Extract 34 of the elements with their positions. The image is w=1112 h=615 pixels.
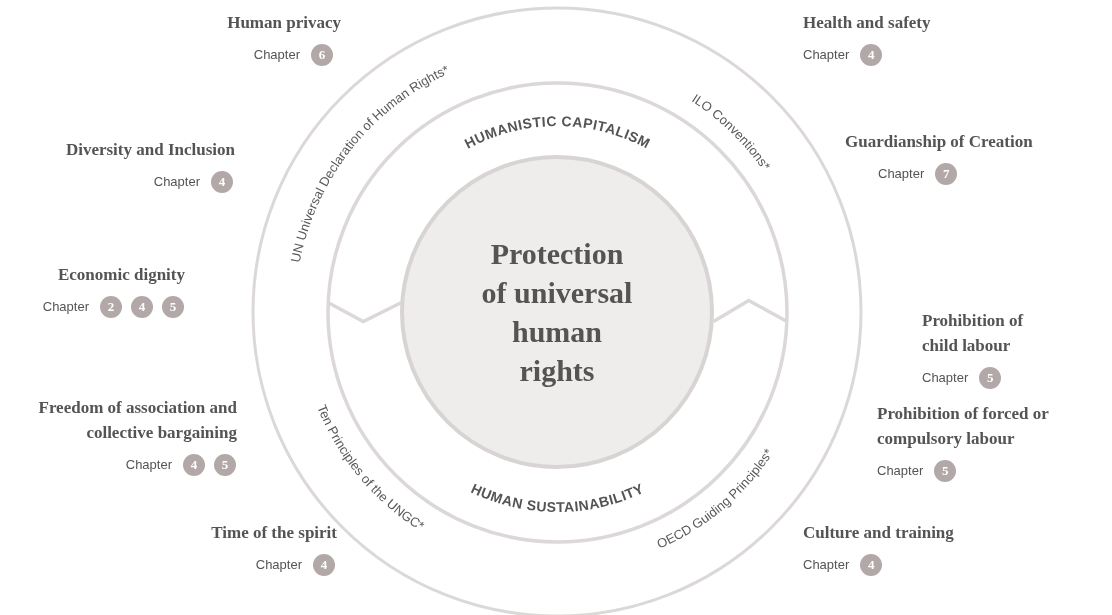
center-title: Protection of universal human rights xyxy=(480,236,634,389)
chapter-label: Chapter xyxy=(125,456,172,475)
chapter-number-badge: 4 xyxy=(860,44,883,66)
chapter-number-badge: 5 xyxy=(934,460,957,482)
chapter-label: Chapter xyxy=(42,298,89,317)
chapter-number-badge: 4 xyxy=(860,554,883,576)
chapter-number-badge: 2 xyxy=(100,296,122,318)
topic-heading: Time of the spirit xyxy=(211,522,337,544)
chapter-number-badge: 4 xyxy=(131,296,153,318)
topic-heading: Prohibition of child labour xyxy=(922,310,1025,357)
chapter-label: Chapter xyxy=(878,165,925,184)
chapter-number-badge: 4 xyxy=(211,171,233,193)
chapter-number-badge: 4 xyxy=(313,554,335,576)
topic-heading: Culture and training xyxy=(803,522,954,544)
chapter-label: Chapter xyxy=(803,46,850,65)
chapter-label: Chapter xyxy=(253,46,300,65)
chapter-number-badge: 5 xyxy=(214,454,236,476)
chapter-number-badge: 7 xyxy=(935,163,958,185)
chapter-number-badge: 5 xyxy=(162,296,184,318)
chapter-label: Chapter xyxy=(153,173,200,192)
chapter-number-badge: 4 xyxy=(183,454,205,476)
topic-heading: Human privacy xyxy=(227,12,341,34)
chapter-number-badge: 6 xyxy=(311,44,333,66)
topic-heading: Guardianship of Creation xyxy=(845,131,1033,153)
topic-heading: Economic dignity xyxy=(57,264,185,286)
topic-heading: Freedom of association and collective bargaining xyxy=(37,397,237,444)
topic-heading: Prohibition of forced or compulsory labour xyxy=(877,403,1050,450)
topic-heading: Health and safety xyxy=(803,12,931,34)
chapter-label: Chapter xyxy=(877,462,924,481)
chapter-label: Chapter xyxy=(922,369,969,388)
chapter-number-badge: 5 xyxy=(979,367,1002,389)
chapter-label: Chapter xyxy=(255,556,302,575)
topic-heading: Diversity and Inclusion xyxy=(65,139,235,161)
chapter-label: Chapter xyxy=(803,556,850,575)
